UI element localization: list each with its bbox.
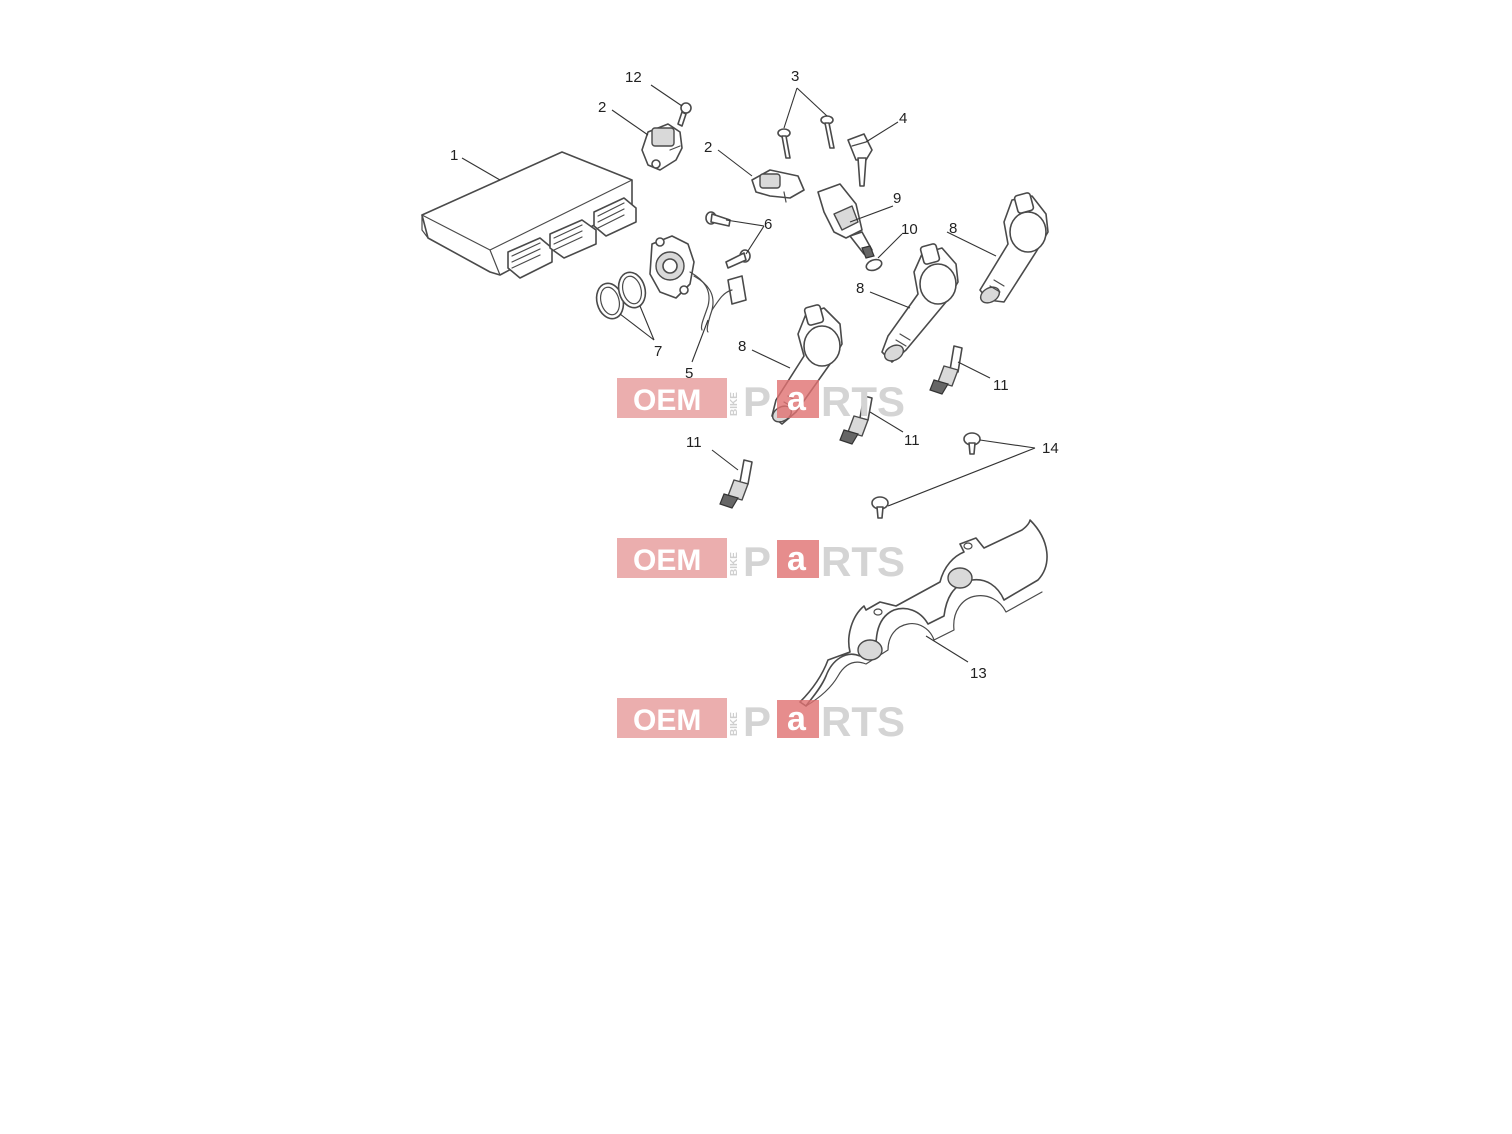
- watermark-1: OEM P a RTS: [617, 378, 905, 425]
- callout-8-right: 8: [949, 220, 957, 237]
- watermark-a-text: a: [787, 540, 807, 578]
- watermark-a-text: a: [787, 380, 807, 418]
- part-screws-6: [705, 211, 751, 269]
- leader-lines: [461, 84, 1036, 663]
- watermark-oem-text: OEM: [633, 544, 701, 577]
- part-sparkplug-right: [929, 345, 963, 395]
- callout-12: 12: [625, 69, 642, 86]
- part-sparkplug-left: [719, 459, 753, 509]
- part-sensor-middle: [751, 169, 805, 203]
- callout-8-middle: 8: [856, 280, 864, 297]
- watermark-a-text: a: [787, 700, 807, 738]
- callout-4: 4: [899, 110, 907, 127]
- watermark-oem-text: OEM: [633, 704, 701, 737]
- callout-9: 9: [893, 190, 901, 207]
- callout-2-middle: 2: [704, 139, 712, 156]
- callout-labels: 1 2 2 3 4 5 6 7 8 8 8 9 10 11 11 11 12 1…: [450, 68, 1059, 682]
- watermark-bike-1: BIKE: [729, 392, 740, 416]
- part-sensor-9: [817, 183, 875, 259]
- watermark-p-text: P: [743, 698, 771, 745]
- part-oring-10: [865, 258, 883, 272]
- part-sensor-4: [847, 133, 873, 187]
- part-ecu: [421, 151, 637, 279]
- callout-6: 6: [764, 216, 772, 233]
- callout-3: 3: [791, 68, 799, 85]
- part-bolts-14: [871, 432, 981, 519]
- callout-2-upper: 2: [598, 99, 606, 116]
- part-coil-right: [979, 192, 1049, 304]
- watermark-2: OEM P a RTS: [617, 538, 905, 585]
- callout-10: 10: [901, 221, 918, 238]
- callout-5: 5: [685, 365, 693, 382]
- watermark-3: OEM P a RTS: [617, 698, 905, 745]
- watermark-p-text: P: [743, 538, 771, 585]
- part-bracket-13: [799, 519, 1048, 707]
- callout-11-mid: 11: [904, 432, 920, 449]
- callout-7: 7: [654, 343, 662, 360]
- callout-11-left: 11: [686, 434, 702, 451]
- part-sparkplug-mid: [839, 395, 873, 445]
- part-coil-middle: [881, 243, 959, 363]
- part-sensor-upper: [641, 123, 683, 171]
- watermark-oem-text: OEM: [633, 384, 701, 417]
- part-orings-7: [595, 271, 647, 320]
- callout-1: 1: [450, 147, 458, 164]
- part-screws-3: [777, 115, 835, 159]
- callout-11-right: 11: [993, 377, 1009, 394]
- part-sensor-5: [649, 235, 747, 333]
- watermark-rts-text: RTS: [821, 698, 905, 745]
- part-screw-12: [677, 102, 692, 127]
- watermark-rts-text: RTS: [821, 538, 905, 585]
- watermark-bike-3: BIKE: [729, 712, 740, 736]
- watermark-bike-2: BIKE: [729, 552, 740, 576]
- watermark-p-text: P: [743, 378, 771, 425]
- callout-8-left: 8: [738, 338, 746, 355]
- callout-14: 14: [1042, 440, 1059, 457]
- callout-13: 13: [970, 665, 987, 682]
- watermark-rts-text: RTS: [821, 378, 905, 425]
